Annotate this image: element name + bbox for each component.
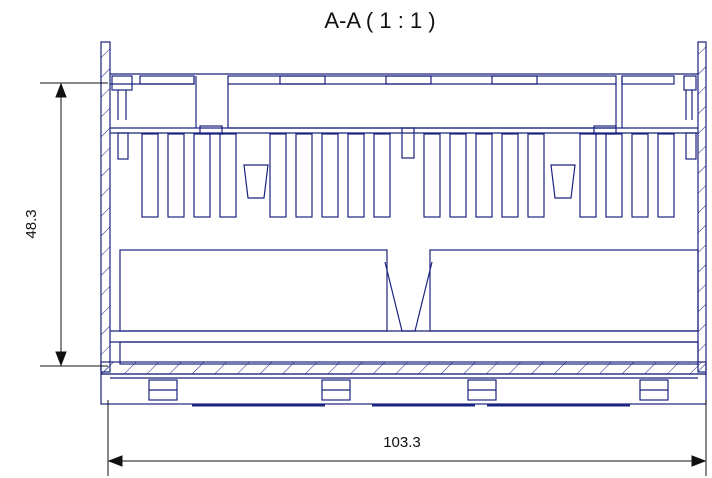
dimension-width	[107, 400, 707, 476]
fin-slots	[141, 133, 675, 218]
fin-slot	[193, 133, 211, 218]
fin-slot	[347, 133, 365, 218]
fin-slot	[167, 133, 185, 218]
right-panel	[429, 249, 699, 332]
fin-slot	[475, 133, 493, 218]
fin-slot	[449, 133, 467, 218]
dimension-height-label: 48.3	[23, 209, 40, 238]
fin-slot	[269, 133, 287, 218]
latches	[117, 132, 697, 199]
left-panel	[119, 249, 388, 332]
fin-slot	[501, 133, 519, 218]
fin-slot	[579, 133, 597, 218]
dimension-width-label: 103.3	[383, 434, 421, 451]
section-title: A-A ( 1 : 1 )	[324, 8, 436, 33]
fin-slot	[657, 133, 675, 218]
fin-slot	[423, 133, 441, 218]
fin-slot	[321, 133, 339, 218]
housing	[100, 41, 707, 405]
fin-slot	[295, 133, 313, 218]
fin-slot	[631, 133, 649, 218]
top-clips	[110, 75, 697, 159]
fin-slot	[219, 133, 237, 218]
fin-slot	[141, 133, 159, 218]
fin-slot	[605, 133, 623, 218]
dimension-height	[40, 82, 108, 367]
base-feet	[148, 379, 669, 407]
left-wall-hatch	[100, 41, 111, 373]
right-wall-hatch	[697, 41, 707, 373]
fin-slot	[373, 133, 391, 218]
fin-slot	[527, 133, 545, 218]
lower-panels	[110, 249, 699, 365]
